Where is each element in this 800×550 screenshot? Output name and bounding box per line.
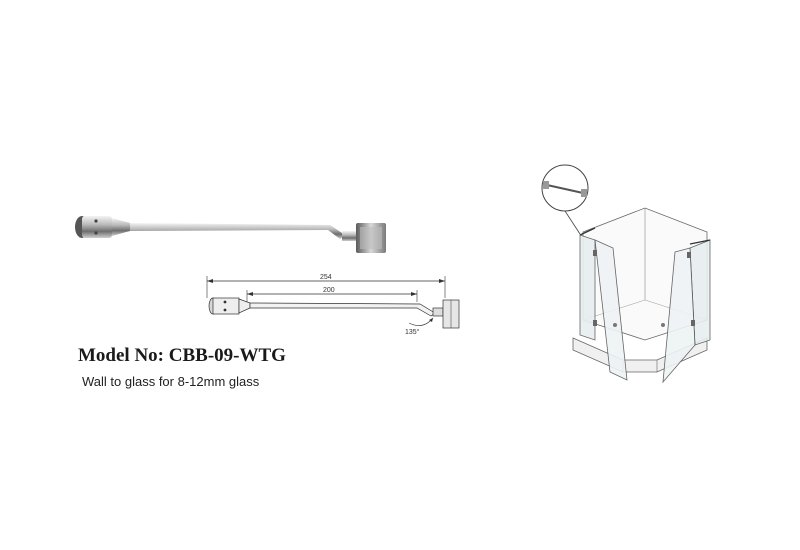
- support-bar-photo: [75, 216, 386, 253]
- angle-label: 135°: [405, 328, 420, 336]
- product-description: Wall to glass for 8-12mm glass: [82, 374, 260, 389]
- shower-enclosure-illustration: [541, 164, 711, 384]
- dim-inner-label: 200: [323, 287, 335, 294]
- dim-overall-label: 254: [320, 274, 332, 281]
- model-number: Model No: CBB-09-WTG: [78, 345, 286, 366]
- support-bar-drawing: 254 200 135°: [206, 274, 460, 336]
